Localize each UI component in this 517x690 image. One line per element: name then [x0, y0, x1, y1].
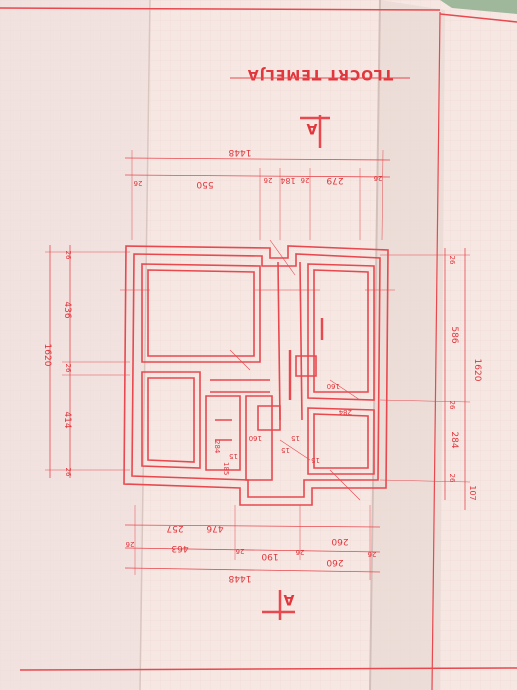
- dimension-left: 1620 436 414 26 26 26: [42, 245, 130, 478]
- svg-text:284: 284: [213, 440, 221, 454]
- svg-text:586: 586: [449, 326, 459, 343]
- svg-text:A: A: [283, 591, 294, 607]
- svg-text:1620: 1620: [42, 344, 52, 367]
- paper-fold-left: [0, 0, 150, 690]
- svg-text:26: 26: [448, 474, 456, 483]
- svg-text:463: 463: [171, 543, 188, 553]
- svg-text:436: 436: [62, 301, 72, 318]
- svg-text:26: 26: [300, 176, 309, 184]
- dimension-right: 1620 586 284 107 26 26 26: [379, 248, 482, 510]
- drawing-title: TLOCRT TEMELJA: [247, 66, 393, 82]
- svg-text:26: 26: [64, 251, 72, 260]
- paper-fold-right: [370, 0, 445, 690]
- border-bottom: [19, 667, 517, 671]
- foundation-plan: [123, 245, 389, 506]
- svg-text:A: A: [306, 120, 317, 136]
- svg-text:190: 190: [261, 551, 278, 561]
- room-labels: 284 185 160 15 15 15 160 284 15: [213, 382, 352, 475]
- svg-text:414: 414: [62, 411, 72, 428]
- dimension-top: 1448 550 279 184 26 26 26 26: [124, 147, 391, 241]
- svg-text:26: 26: [133, 179, 142, 187]
- svg-text:257: 257: [166, 523, 183, 533]
- svg-text:26: 26: [373, 174, 382, 182]
- svg-text:26: 26: [295, 548, 304, 556]
- svg-text:TLOCRT TEMELJA: TLOCRT TEMELJA: [247, 66, 393, 82]
- svg-text:476: 476: [206, 523, 223, 533]
- border-right: [431, 11, 441, 690]
- svg-text:26: 26: [235, 547, 244, 555]
- svg-text:1448: 1448: [228, 147, 251, 157]
- svg-text:284: 284: [338, 408, 352, 416]
- border-top: [0, 7, 441, 11]
- svg-text:1620: 1620: [472, 359, 482, 382]
- section-mark-top: A: [300, 115, 330, 148]
- svg-text:185: 185: [222, 462, 230, 475]
- svg-text:160: 160: [327, 382, 340, 390]
- svg-text:107: 107: [468, 485, 477, 500]
- svg-text:279: 279: [326, 175, 343, 185]
- svg-text:26: 26: [64, 468, 72, 477]
- svg-text:15: 15: [281, 446, 290, 454]
- svg-text:15: 15: [291, 434, 300, 442]
- svg-text:184: 184: [280, 176, 295, 185]
- svg-text:260: 260: [331, 536, 348, 546]
- svg-text:15: 15: [229, 452, 238, 460]
- svg-text:1448: 1448: [228, 573, 251, 583]
- svg-text:15: 15: [311, 456, 320, 464]
- svg-text:26: 26: [448, 401, 456, 410]
- svg-text:26: 26: [263, 176, 272, 184]
- section-mark-bottom: A: [262, 590, 295, 620]
- svg-text:550: 550: [196, 179, 213, 189]
- svg-text:260: 260: [326, 557, 343, 567]
- svg-text:26: 26: [448, 256, 456, 265]
- svg-text:26: 26: [125, 540, 134, 548]
- svg-text:284: 284: [449, 431, 459, 448]
- svg-text:26: 26: [64, 364, 72, 373]
- svg-text:160: 160: [249, 434, 262, 442]
- svg-text:26: 26: [367, 550, 376, 558]
- dimension-bottom: 1448 463 476 257 26 26 260 190 260 26 26: [124, 505, 381, 583]
- inner-dimension-marks: [120, 239, 395, 501]
